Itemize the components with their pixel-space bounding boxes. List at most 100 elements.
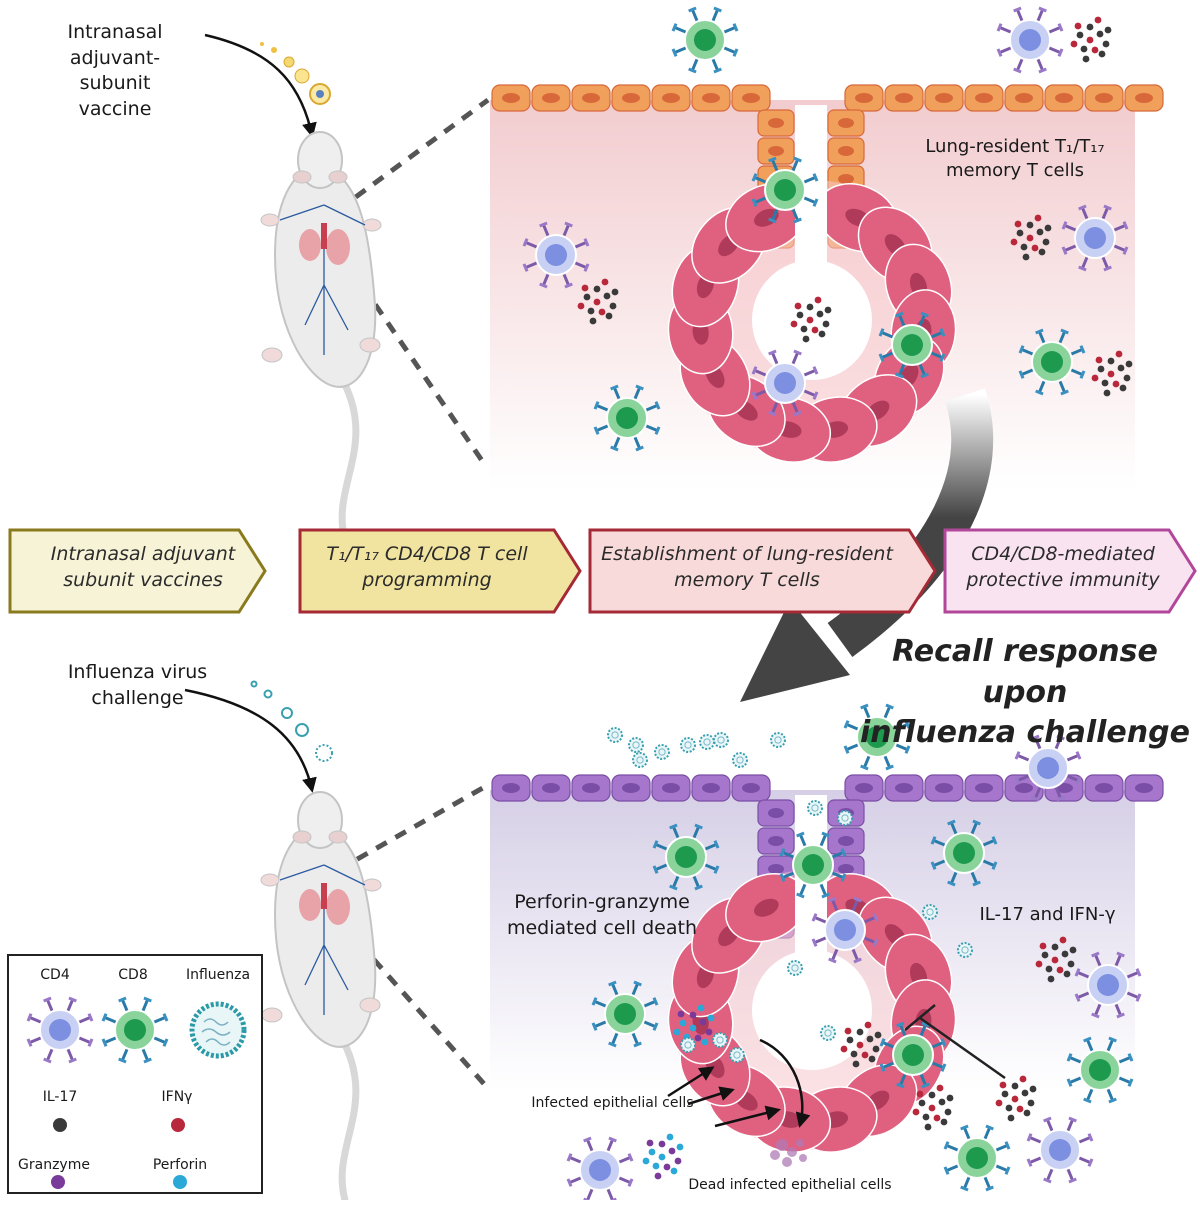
virus-particles: [607, 727, 973, 1063]
cd4-t-cell-icon: [566, 1136, 634, 1204]
cd4-t-cell-icon: [1026, 1116, 1094, 1184]
influenza-virus-icon: [628, 737, 644, 753]
influenza-virus-icon: [654, 744, 670, 760]
cd4-t-cell-icon: [996, 6, 1064, 74]
vaccine-arrow: [204, 33, 317, 138]
legend-influenza-label: Influenza: [185, 967, 251, 983]
cytokine-cluster: [995, 1075, 1037, 1122]
influenza-virus-icon: [607, 727, 623, 743]
step-4-label: CD4/CD8-mediated protective immunity: [948, 542, 1178, 593]
il17-ifng-label: IL-17 and IFN-γ: [979, 904, 1116, 925]
cd8-t-cell-icon: [930, 819, 998, 887]
cd4-t-cell-icon: [1074, 951, 1142, 1019]
top-zoom-lines: [335, 97, 490, 467]
cd4-t-cell-icon: [811, 896, 879, 964]
legend-cd4-label: CD4: [40, 967, 70, 983]
cd8-t-cell-icon: [591, 980, 659, 1048]
cd8-t-cell-icon: [1018, 328, 1086, 396]
cd8-t-cell-icon: [843, 703, 911, 771]
cytokines: [577, 16, 1133, 1180]
vaccine-label: Intranasal adjuvant-subunit vaccine: [40, 20, 190, 123]
vaccine-label-line2: adjuvant-subunit: [69, 46, 161, 95]
step-1-line2: subunit vaccines: [63, 568, 223, 591]
challenge-arrow: [184, 688, 317, 793]
step-1-label: Intranasal adjuvant subunit vaccines: [18, 542, 268, 593]
legend-perforin-icon: [173, 1175, 187, 1189]
granzyme-perforin-cluster: [673, 1004, 715, 1051]
step-4-chevron: [943, 528, 1197, 614]
influenza-virus-icon: [770, 732, 786, 748]
legend-il17-icon: [53, 1118, 67, 1132]
cytokine-cluster: [1091, 350, 1133, 397]
influenza-virus-icon: [807, 800, 823, 816]
influenza-virus-icon: [680, 737, 696, 753]
cd8-t-cell-icon: [878, 311, 946, 379]
lung-resident-line2: memory T cells: [946, 160, 1084, 182]
cd4-t-cell-icon: [1061, 204, 1129, 272]
cd8-t-cell-icon: [751, 156, 819, 224]
legend-perforin-label: Perforin: [152, 1157, 208, 1173]
cd8-t-cell-icon: [943, 1124, 1011, 1192]
cytokine-cluster: [1010, 214, 1052, 261]
step-4-line1: CD4/CD8-mediated: [971, 543, 1155, 565]
cd8-t-cell-icon: [879, 1021, 947, 1089]
step-3-chevron: [588, 528, 937, 614]
cd8-t-cell-icon: [671, 6, 739, 74]
recall-title-line2: influenza challenge: [860, 715, 1190, 750]
legend-cd8-label: CD8: [118, 967, 148, 983]
cd8-t-cell-icon: [1066, 1036, 1134, 1104]
legend-il17-label: IL-17: [42, 1089, 78, 1105]
cd8-t-cell-icon: [779, 831, 847, 899]
cytokine-cluster: [912, 1084, 954, 1131]
influenza-virus-icon: [680, 1037, 696, 1053]
legend-cd4-icon: [26, 996, 94, 1064]
lung-resident-line1: Lung-resident T₁/T₁₇: [925, 136, 1105, 157]
inhibition-marker: [904, 1004, 1006, 1080]
immune-cells: [522, 6, 1142, 1204]
challenge-virus-particles-icon: [250, 680, 333, 762]
cytokine-cluster: [840, 1021, 882, 1068]
step-3-line1: Establishment of lung-resident: [601, 543, 893, 565]
legend-ifng-label: IFNγ: [161, 1089, 193, 1105]
cd8-t-cell-icon: [652, 823, 720, 891]
cd8-t-cell-icon: [593, 384, 661, 452]
influenza-virus-icon: [820, 1025, 836, 1041]
legend-cd8-icon: [101, 996, 169, 1064]
influenza-virus-icon: [712, 1032, 728, 1048]
cd4-t-cell-icon: [751, 349, 819, 417]
step-1-line1: Intranasal adjuvant: [50, 543, 236, 565]
cd4-t-cell-icon: [522, 221, 590, 289]
lung-resident-label: Lung-resident T₁/T₁₇ memory T cells: [900, 135, 1130, 184]
legend-granzyme-label: Granzyme: [18, 1157, 90, 1173]
cytokine-cluster: [577, 278, 619, 325]
vaccine-label-line3: vaccine: [78, 97, 152, 120]
influenza-virus-icon: [729, 1047, 745, 1063]
legend-influenza-icon: [189, 1001, 247, 1059]
process-steps: [8, 528, 1197, 614]
influenza-virus-icon: [713, 732, 729, 748]
challenge-line1: Influenza virus: [67, 661, 208, 683]
legend-icons: [26, 996, 247, 1189]
legend-granzyme-icon: [51, 1175, 65, 1189]
granzyme-perforin-cluster: [642, 1133, 684, 1180]
vaccine-particles-icon: [260, 42, 331, 105]
bottom-epithelium: [491, 774, 1164, 1153]
infected-cell-arrows: [667, 1038, 811, 1128]
legend: [7, 954, 263, 1194]
infected-cells-label: Infected epithelial cells: [531, 1095, 694, 1111]
dead-cells-icon: [770, 1139, 807, 1167]
step-1-chevron: [8, 528, 267, 614]
dead-cells-label: Dead infected epithelial cells: [688, 1177, 892, 1193]
legend-ifng-icon: [171, 1118, 185, 1132]
influenza-virus-icon: [787, 960, 803, 976]
influenza-virus-icon: [837, 810, 853, 826]
mice: [260, 131, 382, 1204]
perforin-label: Perforin-granzyme mediated cell death: [492, 890, 712, 941]
step-2-line1: T₁/T₁₇ CD4/CD8 T cell: [326, 543, 528, 565]
challenge-label: Influenza virus challenge: [50, 660, 225, 711]
influenza-virus-icon: [632, 752, 648, 768]
bottom-zoom-lines: [328, 782, 490, 1087]
step-2-label: T₁/T₁₇ CD4/CD8 T cell programming: [302, 542, 552, 593]
